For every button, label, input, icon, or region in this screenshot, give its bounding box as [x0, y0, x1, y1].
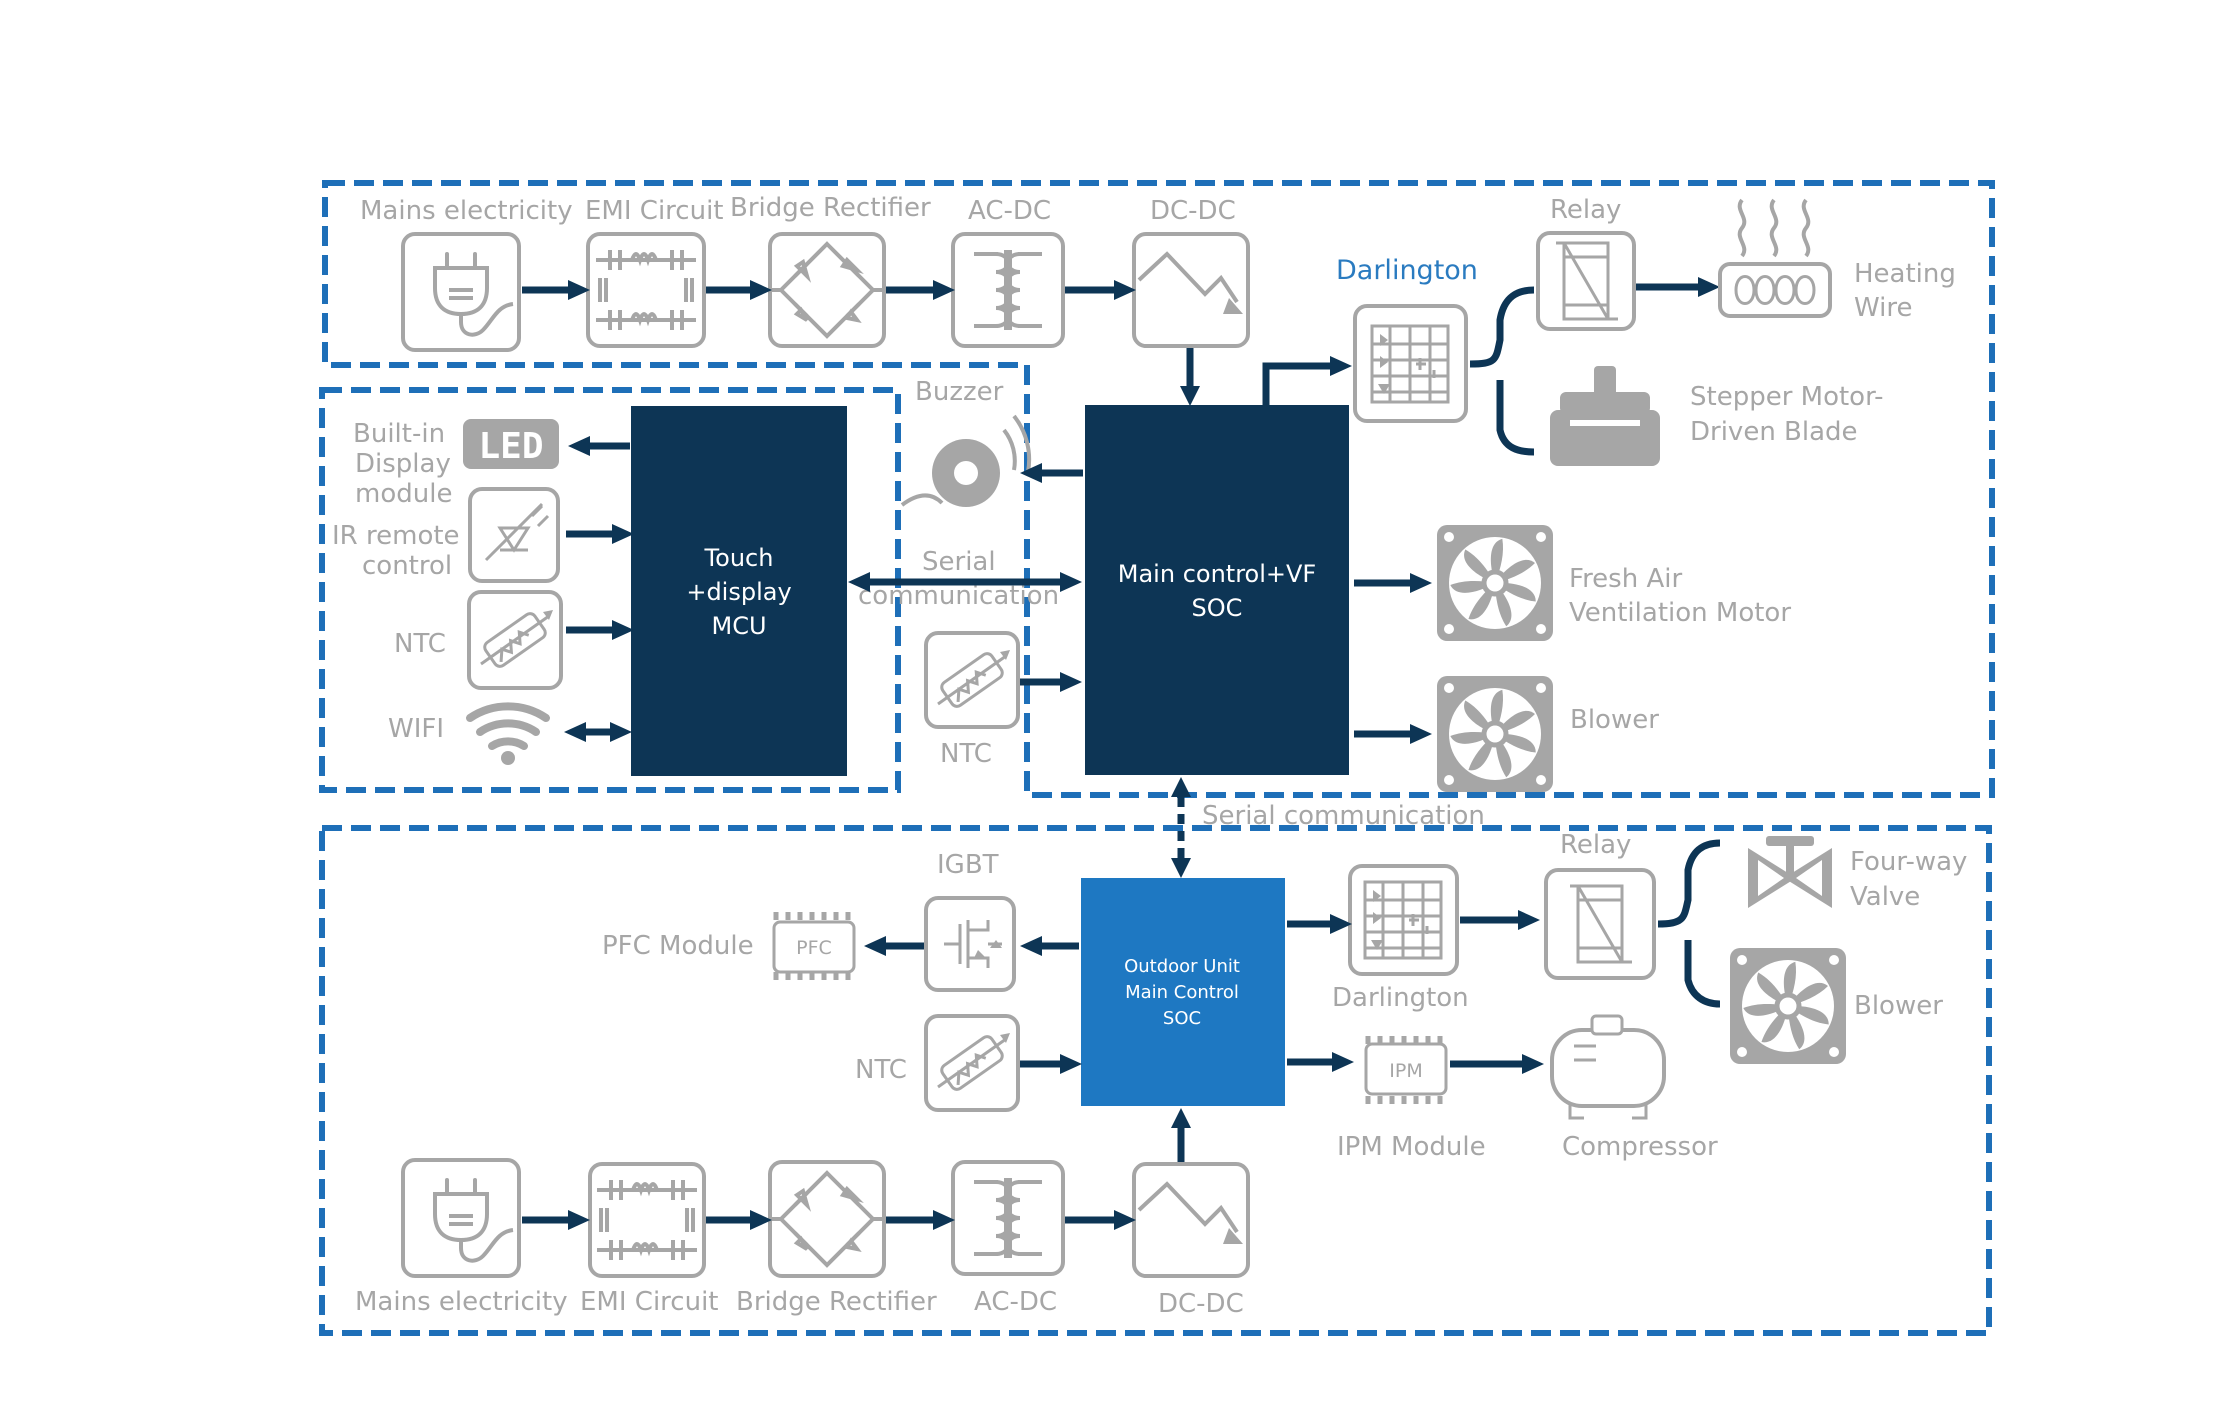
emi-label-bottom: EMI Circuit — [580, 1287, 718, 1317]
touch-mcu-line1: Touch — [704, 544, 774, 572]
ir-label-1: IR remote — [332, 521, 460, 551]
outdoor-soc-block: Outdoor Unit Main Control SOC — [1081, 878, 1285, 1106]
outdoor-region — [319, 825, 1992, 1336]
indoor-left-region — [319, 387, 901, 793]
serial-link-label: Serial communication — [1202, 801, 1485, 831]
fresh-air-fan-icon — [1437, 525, 1553, 641]
relay-label-top: Relay — [1550, 195, 1621, 225]
outdoor-soc-line3: SOC — [1163, 1008, 1201, 1029]
touch-mcu-line3: MCU — [711, 612, 766, 640]
ntc-label-outdoor: NTC — [855, 1055, 907, 1085]
indoor-left-peripherals: Built-in Display module LED IR remote co… — [332, 419, 634, 765]
svg-text:IPM: IPM — [1389, 1060, 1422, 1082]
main-soc-line1: Main control+VF — [1118, 560, 1316, 588]
ntc-label-left: NTC — [394, 629, 446, 659]
indoor-right-outputs: Darlington Relay Heating Wire Stepper Mo… — [1336, 195, 1956, 792]
touch-mcu-block: Touch +display MCU — [631, 406, 847, 776]
ir-receiver-icon — [484, 502, 550, 562]
outdoor-blower-label: Blower — [1854, 991, 1943, 1021]
svg-text:LED: LED — [478, 426, 543, 467]
mains-label-bottom: Mains electricity — [355, 1287, 568, 1317]
ntc-label-mid: NTC — [940, 739, 992, 769]
rectifier-label-top: Bridge Rectifier — [730, 193, 931, 223]
wifi-label: WIFI — [388, 714, 444, 744]
serial-label-2: communication — [858, 581, 1059, 611]
heating-label-1: Heating — [1854, 259, 1956, 289]
top-power-region — [322, 180, 1995, 798]
outdoor-blower-fan-icon — [1730, 948, 1846, 1064]
four-way-valve-icon — [1748, 836, 1832, 908]
main-soc-line2: SOC — [1192, 594, 1243, 622]
buzzer-icon — [900, 414, 1032, 507]
power-chain-bottom: Mains electricity EMI Circuit Bridge Rec… — [355, 1158, 1250, 1319]
stepper-motor-icon — [1550, 366, 1660, 466]
wifi-icon — [466, 702, 550, 765]
stepper-label-2: Driven Blade — [1690, 417, 1858, 447]
ir-label-2: control — [362, 551, 452, 581]
outdoor-soc-line2: Main Control — [1125, 982, 1239, 1003]
svg-text:PFC: PFC — [796, 937, 832, 959]
dcdc-label-top: DC-DC — [1150, 196, 1236, 226]
power-chain-top: Mains electricity EMI Circuit Bridge Rec… — [360, 193, 1250, 406]
rectifier-tile-top — [768, 232, 886, 348]
compressor-label: Compressor — [1562, 1132, 1718, 1162]
mains-label-top: Mains electricity — [360, 196, 573, 226]
compressor-icon — [1550, 1014, 1666, 1120]
outdoor-soc-line1: Outdoor Unit — [1124, 956, 1240, 977]
ipm-chip-icon: IPM — [1364, 1036, 1448, 1104]
display-label-3: module — [355, 479, 452, 509]
relay-label-outdoor: Relay — [1560, 830, 1631, 860]
fresh-air-label-2: Ventilation Motor — [1569, 598, 1791, 628]
blower-label: Blower — [1570, 705, 1659, 735]
middle-peripherals: Buzzer Serial communication NTC — [848, 377, 1083, 769]
ir-tile — [468, 487, 560, 583]
led-display-icon: LED — [463, 419, 559, 469]
rectifier-tile-bottom — [768, 1160, 886, 1278]
outdoor-peripherals: IGBT PFC Module PFC NTC Darlington Relay — [602, 830, 1967, 1168]
acdc-label-top: AC-DC — [968, 196, 1051, 226]
main-soc-block: Main control+VF SOC — [1085, 356, 1352, 775]
emi-label-top: EMI Circuit — [585, 196, 723, 226]
buzzer-label: Buzzer — [915, 377, 1004, 407]
rectifier-label-bottom: Bridge Rectifier — [736, 1287, 937, 1317]
heating-label-2: Wire — [1854, 293, 1912, 323]
blower-fan-icon — [1437, 676, 1553, 792]
serial-label-1: Serial — [922, 547, 996, 577]
igbt-label: IGBT — [937, 850, 999, 880]
four-way-label-1: Four-way — [1850, 847, 1967, 877]
darlington-label-outdoor: Darlington — [1332, 983, 1469, 1013]
darlington-label-top: Darlington — [1336, 255, 1478, 286]
ipm-module-label: IPM Module — [1337, 1132, 1486, 1162]
region-borders — [319, 180, 1995, 1336]
four-way-label-2: Valve — [1850, 882, 1920, 912]
touch-mcu-line2: +display — [686, 578, 791, 606]
igbt-tile — [924, 896, 1016, 992]
igbt-icon — [944, 920, 1002, 968]
display-label-2: Display — [355, 449, 451, 479]
pfc-module-label: PFC Module — [602, 931, 754, 961]
dcdc-label-bottom: DC-DC — [1158, 1289, 1244, 1319]
pfc-chip-icon: PFC — [772, 912, 856, 980]
serial-link: Serial communication — [1171, 777, 1485, 878]
display-label-1: Built-in — [353, 419, 445, 449]
fresh-air-label-1: Fresh Air — [1569, 564, 1682, 594]
acdc-label-bottom: AC-DC — [974, 1287, 1057, 1317]
stepper-label-1: Stepper Motor- — [1690, 382, 1884, 412]
